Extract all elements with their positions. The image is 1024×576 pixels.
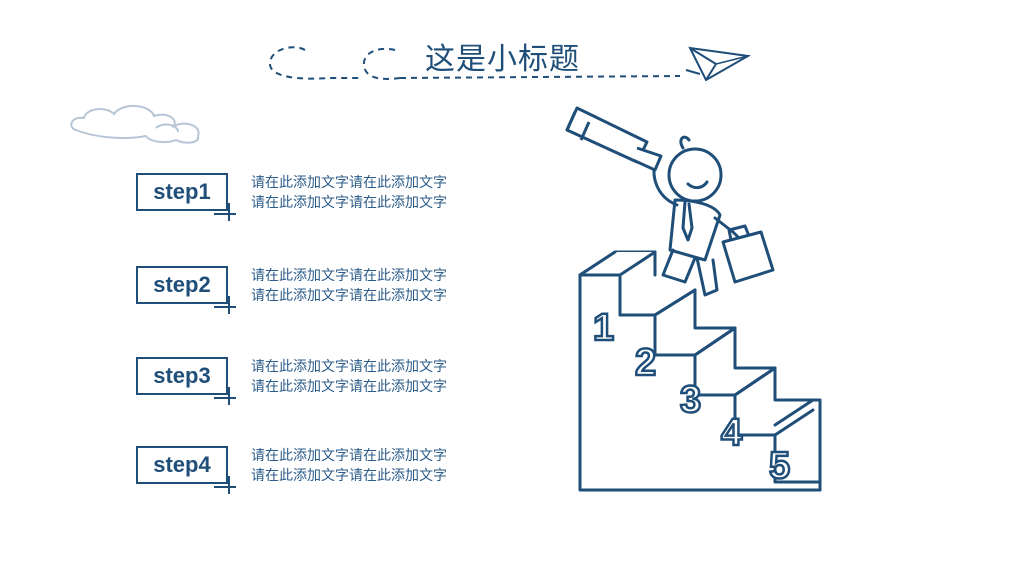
step-box-tick — [214, 397, 236, 399]
step-text-line: 请在此添加文字请在此添加文字 — [251, 268, 447, 284]
step-box-tick — [214, 306, 236, 308]
page-title: 这是小标题 — [425, 42, 580, 77]
briefcase-icon — [721, 224, 775, 284]
step-description: 请在此添加文字请在此添加文字 请在此添加文字请在此添加文字 — [251, 357, 447, 397]
step-row-4: step4 请在此添加文字请在此添加文字 请在此添加文字请在此添加文字 — [136, 446, 516, 494]
step-box-tick — [214, 213, 236, 215]
cloud-icon — [70, 105, 200, 144]
step-row-2: step2 请在此添加文字请在此添加文字 请在此添加文字请在此添加文字 — [136, 266, 516, 314]
stair-number-2: 2 — [635, 342, 656, 384]
step-box-tick — [228, 476, 230, 494]
stair-number-1: 1 — [593, 307, 614, 349]
figure-tie — [681, 200, 694, 242]
step-description: 请在此添加文字请在此添加文字 请在此添加文字请在此添加文字 — [251, 446, 447, 486]
step-description: 请在此添加文字请在此添加文字 请在此添加文字请在此添加文字 — [251, 266, 447, 306]
step-box-tick — [228, 203, 230, 221]
step-text-line: 请在此添加文字请在此添加文字 — [251, 448, 447, 464]
step-box-tick — [228, 296, 230, 314]
step-description: 请在此添加文字请在此添加文字 请在此添加文字请在此添加文字 — [251, 173, 447, 213]
step-text-line: 请在此添加文字请在此添加文字 — [251, 468, 447, 484]
step-label-box: step4 — [136, 446, 228, 484]
step-row-3: step3 请在此添加文字请在此添加文字 请在此添加文字请在此添加文字 — [136, 357, 516, 405]
figure — [652, 135, 743, 297]
stair-number-4: 4 — [721, 412, 742, 454]
paper-plane-icon — [685, 46, 752, 82]
figure-body — [668, 198, 722, 262]
telescope-icon — [565, 106, 663, 172]
header-decoration — [269, 46, 752, 82]
staircase-illustration: 1 2 3 4 5 — [565, 106, 822, 492]
step-label-box: step3 — [136, 357, 228, 395]
step-text-line: 请在此添加文字请在此添加文字 — [251, 359, 447, 375]
figure-head — [667, 147, 723, 203]
step-label-box: step1 — [136, 173, 228, 211]
header: 这是小标题 — [0, 0, 1024, 100]
stair-number-5: 5 — [769, 445, 790, 487]
step-row-1: step1 请在此添加文字请在此添加文字 请在此添加文字请在此添加文字 — [136, 173, 516, 221]
step-text-line: 请在此添加文字请在此添加文字 — [251, 288, 447, 304]
step-label-box: step2 — [136, 266, 228, 304]
step-text-line: 请在此添加文字请在此添加文字 — [251, 175, 447, 191]
stair-number-3: 3 — [680, 379, 701, 421]
step-text-line: 请在此添加文字请在此添加文字 — [251, 379, 447, 395]
step-box-tick — [228, 387, 230, 405]
step-box-tick — [214, 486, 236, 488]
step-text-line: 请在此添加文字请在此添加文字 — [251, 195, 447, 211]
